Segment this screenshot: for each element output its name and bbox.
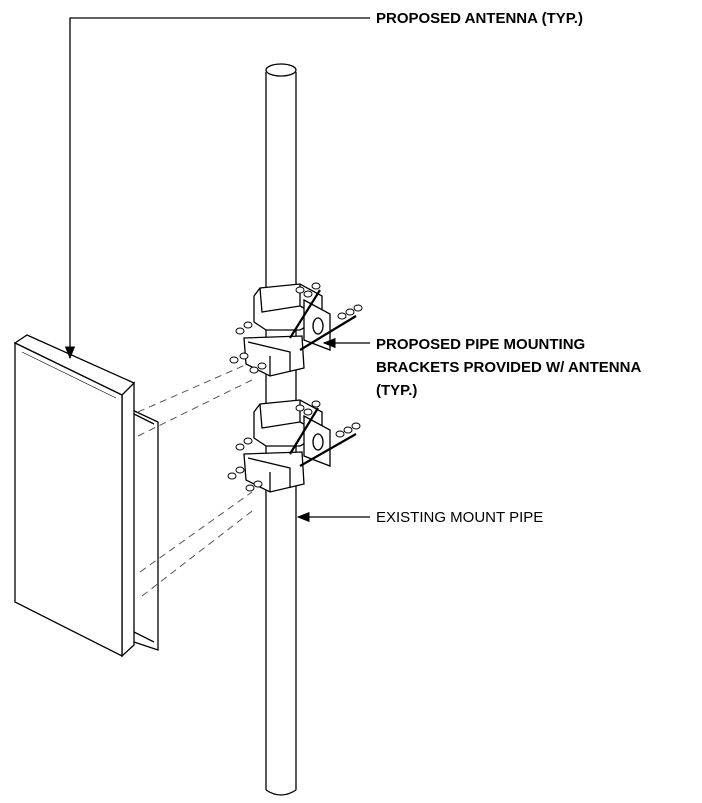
leader-antenna [64,17,370,360]
hidden-lines [137,361,257,597]
callout-pipe: EXISTING MOUNT PIPE [376,509,543,526]
upper-bracket [229,282,363,377]
lower-bracket [227,399,361,493]
callout-brackets-line3: (TYP.) [376,382,417,399]
callout-brackets-line2: BRACKETS PROVIDED W/ ANTENNA [376,359,641,376]
callout-antenna: PROPOSED ANTENNA (TYP.) [376,10,583,27]
antenna-panel [13,334,159,658]
callout-brackets-line1: PROPOSED PIPE MOUNTING [376,336,585,353]
